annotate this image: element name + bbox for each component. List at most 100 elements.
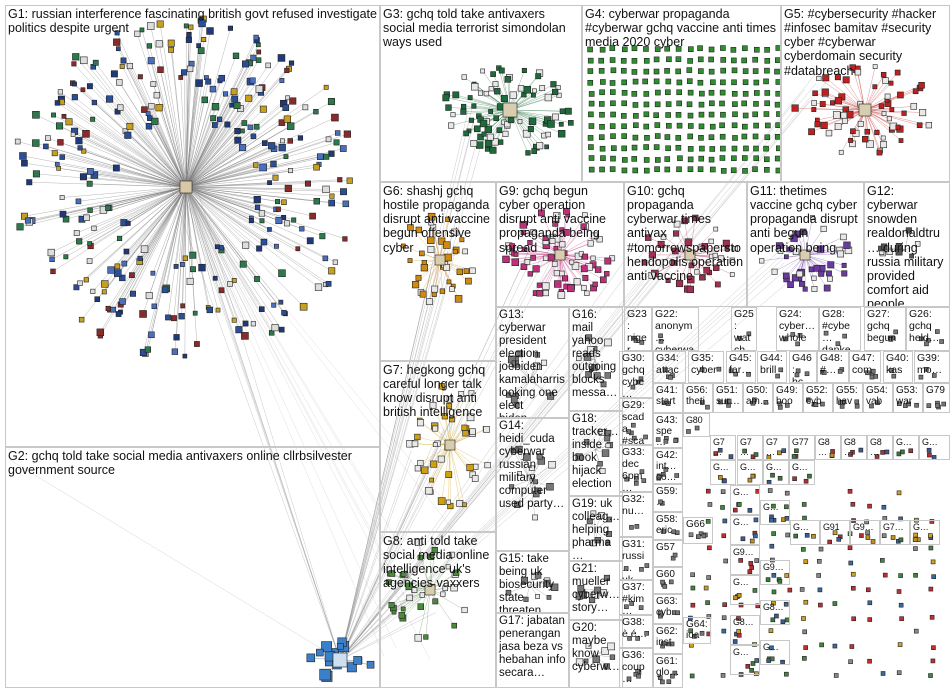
group-cell-minor[interactable]: G… — [710, 460, 736, 485]
group-cell-minor[interactable]: G… — [730, 485, 760, 515]
minor-node[interactable] — [913, 547, 917, 551]
group-cell-g57[interactable]: G57 — [653, 540, 683, 567]
minor-node[interactable] — [817, 573, 821, 577]
group-cell-g6[interactable]: G6: shashj gchq hostile propaganda disru… — [380, 182, 496, 361]
minor-node[interactable] — [882, 505, 886, 509]
group-cell-minor[interactable]: G8… — [867, 435, 893, 460]
minor-node[interactable] — [820, 643, 824, 647]
minor-node[interactable] — [929, 674, 933, 678]
group-cell-g60[interactable]: G60 — [653, 567, 683, 594]
minor-node[interactable] — [707, 576, 711, 580]
minor-node[interactable] — [724, 559, 728, 563]
minor-node[interactable] — [802, 656, 806, 660]
group-cell-minor[interactable]: G9… — [760, 560, 790, 585]
group-cell-minor[interactable]: G… — [730, 515, 760, 545]
group-cell-g22[interactable]: G22: anonym… cyberwar… — [652, 307, 699, 351]
minor-node[interactable] — [850, 645, 854, 649]
minor-node[interactable] — [818, 603, 822, 607]
group-cell-g61[interactable]: G61: glo… — [653, 654, 683, 688]
group-cell-g49[interactable]: G49: boo… — [773, 383, 803, 413]
minor-node[interactable] — [708, 502, 712, 506]
group-cell-minor[interactable]: G… — [760, 640, 790, 665]
group-cell-minor[interactable]: G… — [919, 435, 950, 460]
group-cell-g13[interactable]: G13: cyberwar president election joebide… — [496, 307, 569, 418]
group-cell-minor[interactable]: G8… — [815, 435, 841, 460]
group-cell-g53[interactable]: G53: war… — [893, 383, 923, 413]
minor-node[interactable] — [932, 575, 936, 579]
minor-node[interactable] — [772, 532, 776, 536]
group-cell-g48[interactable]: G48: #… — [817, 351, 849, 383]
minor-node[interactable] — [722, 616, 726, 620]
group-cell-g4[interactable]: G4: cyberwar propaganda #cyberwar gchq v… — [582, 5, 781, 182]
minor-node[interactable] — [721, 505, 725, 509]
minor-node[interactable] — [803, 630, 807, 634]
group-cell-minor[interactable]: G… — [790, 520, 820, 545]
group-cell-g31[interactable]: G31: russi… uk… — [619, 537, 653, 580]
group-cell-minor[interactable]: G7… — [710, 435, 736, 460]
minor-node[interactable] — [849, 561, 853, 565]
group-cell-g63[interactable]: G63: cyb… — [653, 594, 683, 624]
group-cell-minor[interactable]: G8… — [760, 600, 790, 625]
minor-node[interactable] — [930, 615, 934, 619]
group-cell-minor[interactable]: G7… — [880, 520, 910, 545]
minor-node[interactable] — [704, 586, 708, 590]
minor-node[interactable] — [801, 547, 805, 551]
group-cell-g16[interactable]: G16: mail yahoo reads outgoing blocks me… — [569, 307, 623, 411]
group-cell-minor[interactable]: G7… — [763, 435, 789, 460]
group-cell-g19[interactable]: G19: uk colleag… helping pharma… — [569, 496, 623, 561]
group-cell-minor[interactable]: G91 — [820, 520, 850, 545]
group-cell-g9[interactable]: G9: gchq begun cyber operation disrupt a… — [496, 182, 624, 307]
minor-node[interactable] — [852, 617, 856, 621]
group-cell-g33[interactable]: G33: dec 6pm… — [619, 445, 653, 492]
group-cell-g3[interactable]: G3: gchq told take antivaxers social med… — [380, 5, 582, 182]
group-cell-g10[interactable]: G10: gchq propaganda cyberwar times anti… — [624, 182, 747, 307]
group-cell-g40[interactable]: G40: kas… — [883, 351, 913, 383]
minor-node[interactable] — [722, 534, 726, 538]
minor-node[interactable] — [721, 673, 725, 677]
minor-node[interactable] — [723, 603, 727, 607]
group-cell-g21[interactable]: G21: mueller cyberw… story… — [569, 561, 623, 620]
group-cell-g39[interactable]: G39: mo… — [914, 351, 950, 383]
group-cell-g47[interactable]: G47: com… — [849, 351, 881, 383]
group-cell-g1[interactable]: G1: russian interference fascinating bri… — [5, 5, 380, 447]
minor-node[interactable] — [801, 617, 805, 621]
minor-node[interactable] — [833, 602, 837, 606]
minor-node[interactable] — [817, 559, 821, 563]
minor-node[interactable] — [914, 573, 918, 577]
group-cell-g44[interactable]: G44: brill… — [757, 351, 787, 383]
group-cell-g38[interactable]: G38: è é… — [619, 615, 653, 648]
minor-node[interactable] — [880, 558, 884, 562]
group-cell-g15[interactable]: G15: take being uk biosecurity state thr… — [496, 551, 569, 613]
group-cell-g23[interactable]: G23: niger state facebook… — [624, 307, 652, 351]
minor-node[interactable] — [833, 644, 837, 648]
minor-node[interactable] — [800, 587, 804, 591]
minor-node[interactable] — [834, 673, 838, 677]
minor-node[interactable] — [785, 491, 789, 495]
minor-node[interactable] — [802, 502, 806, 506]
minor-node[interactable] — [897, 671, 901, 675]
minor-node[interactable] — [929, 587, 933, 591]
minor-node[interactable] — [868, 601, 872, 605]
group-cell-g5[interactable]: G5: #cybersecurity #hacker #infosec bami… — [781, 5, 950, 182]
minor-node[interactable] — [721, 490, 725, 494]
group-cell-minor[interactable]: G9… — [730, 545, 760, 575]
group-cell-g45[interactable]: G45: far… — [726, 351, 756, 383]
minor-node[interactable] — [804, 646, 808, 650]
group-cell-minor[interactable]: G… — [763, 460, 789, 485]
group-cell-g20[interactable]: G20: maybe know cyberw… — [569, 620, 623, 688]
minor-node[interactable] — [691, 603, 695, 607]
minor-node[interactable] — [804, 560, 808, 564]
minor-node[interactable] — [804, 600, 808, 604]
group-cell-g46[interactable]: G46: hc… — [789, 351, 817, 383]
minor-node[interactable] — [784, 672, 788, 676]
group-cell-g27[interactable]: G27: gchq begun… — [864, 307, 906, 351]
minor-node[interactable] — [883, 573, 887, 577]
minor-node[interactable] — [723, 519, 727, 523]
group-cell-minor[interactable]: G… — [893, 435, 919, 460]
group-cell-g37[interactable]: G37: #kim… — [619, 580, 653, 615]
minor-node[interactable] — [851, 586, 855, 590]
group-cell-g8[interactable]: G8: anti told take social media online i… — [380, 532, 496, 688]
group-cell-g51[interactable]: G51: sur… — [713, 383, 743, 413]
group-cell-g66[interactable]: G66 — [683, 517, 713, 544]
minor-node[interactable] — [900, 617, 904, 621]
